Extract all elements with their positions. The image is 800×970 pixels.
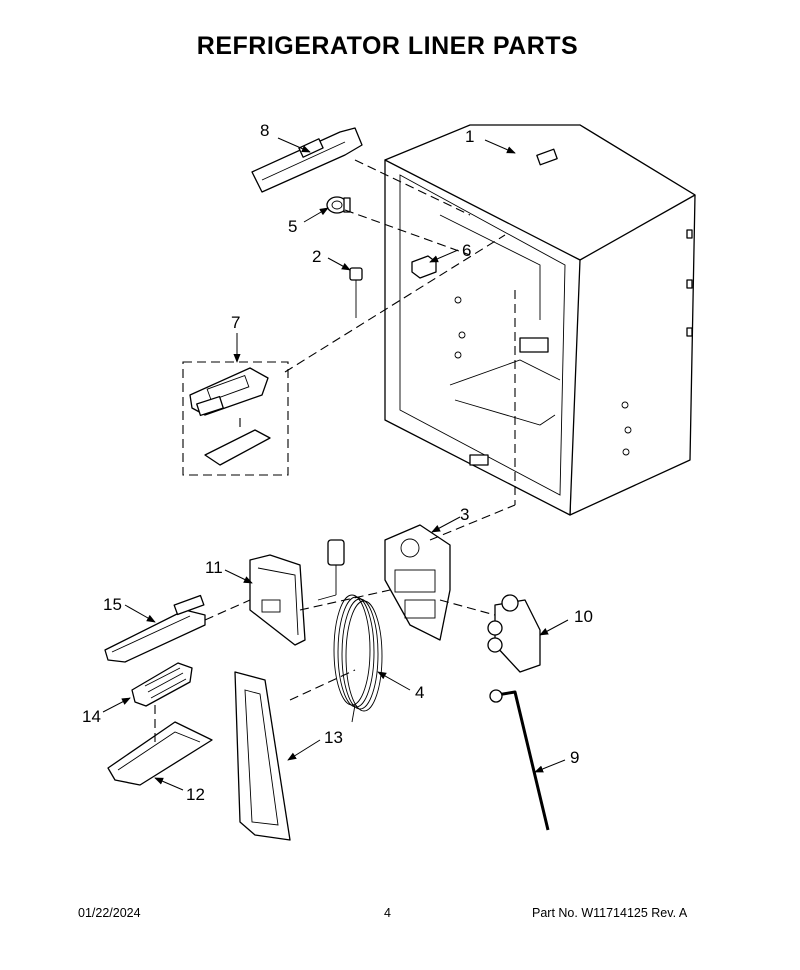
callout-12: 12	[186, 785, 205, 804]
footer-page-number: 4	[384, 906, 391, 920]
part-5-knob	[326, 196, 351, 214]
callout-leaders	[102, 137, 569, 791]
callout-1: 1	[465, 127, 474, 146]
assembly-lines	[154, 159, 516, 745]
part-8-air-duct	[251, 127, 363, 193]
callout-11: 11	[205, 558, 223, 577]
part-4-wire-harness	[317, 539, 383, 723]
callout-15: 15	[103, 595, 122, 614]
callout-6: 6	[462, 241, 471, 260]
part-13-trim-frame	[234, 671, 291, 841]
callout-4: 4	[415, 683, 424, 702]
part-2-thermistor	[349, 267, 363, 318]
callout-8: 8	[260, 121, 269, 140]
part-7-control-assembly	[182, 361, 289, 476]
page-title: REFRIGERATOR LINER PARTS	[196, 32, 579, 60]
part-12-drip-tray	[107, 721, 213, 786]
part-11-duct	[249, 554, 306, 646]
callout-5: 5	[288, 217, 297, 236]
part-15-chute	[104, 594, 206, 663]
callout-9: 9	[570, 748, 579, 767]
callout-7: 7	[231, 313, 240, 332]
footer-date: 01/22/2024	[78, 906, 141, 920]
callout-10: 10	[574, 607, 593, 626]
callout-2: 2	[312, 247, 321, 266]
callout-13: 13	[324, 728, 343, 747]
part-1-liner	[384, 124, 696, 516]
part-9-water-tube	[489, 689, 550, 831]
part-3-dispenser-housing	[384, 524, 451, 641]
part-14-flap-motor	[131, 662, 193, 707]
callout-3: 3	[460, 505, 469, 524]
callout-14: 14	[82, 707, 101, 726]
footer-part-info: Part No. W11714125 Rev. A	[532, 906, 688, 920]
callout-numbers: 1 2 3 4 5 6 7 8 9 10 11 12 13 14 15	[82, 121, 593, 804]
part-10-water-valve	[487, 594, 541, 673]
